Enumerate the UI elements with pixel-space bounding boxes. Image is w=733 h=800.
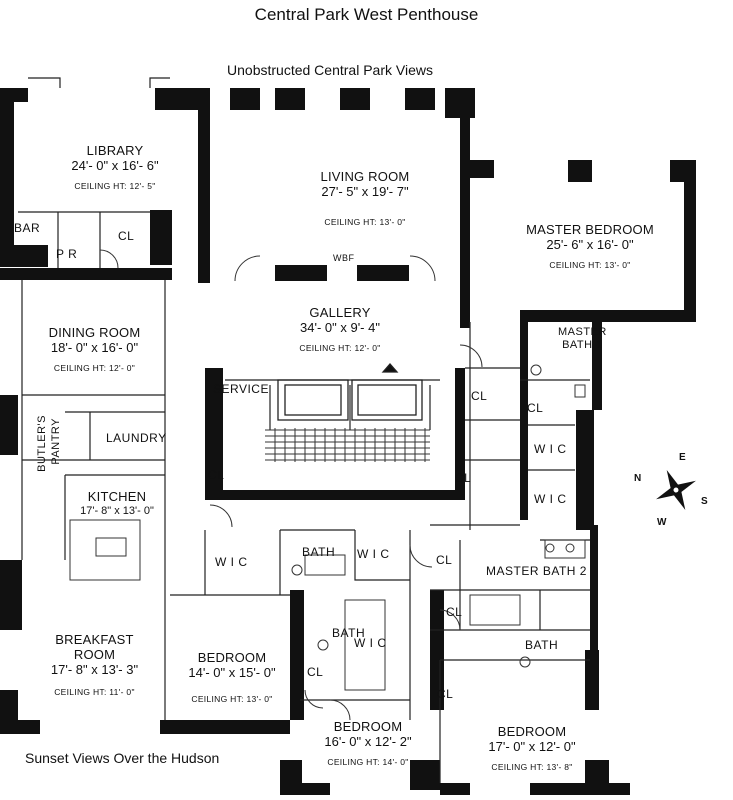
room-name: DINING ROOM [48, 325, 141, 340]
label-closet: CL [455, 471, 472, 485]
ceiling-height: CEILING HT: 13'- 0" [549, 259, 631, 270]
label-line: BATH 1 [562, 338, 603, 351]
label-wic: W I C [354, 636, 387, 650]
label-service: SERVICE [213, 382, 269, 396]
room-dims: 17'- 8" x 13'- 3" [50, 661, 139, 677]
room-name: BEDROOM [197, 650, 267, 665]
label-powder-room: P R [56, 247, 78, 261]
label-closet: CL [208, 468, 225, 482]
room-gallery: GALLERY 34'- 0" x 9'- 4" CEILING HT: 12'… [260, 305, 420, 354]
elevators [277, 363, 423, 421]
ceiling-height: CEILING HT: 11'- 0" [54, 686, 135, 697]
compass-n: N [634, 473, 642, 484]
compass-s: S [701, 496, 708, 507]
room-library: LIBRARY 24'- 0" x 16'- 6" CEILING HT: 12… [40, 143, 190, 192]
room-bedroom-c: BEDROOM 17'- 0" x 12'- 0" CEILING HT: 13… [462, 724, 602, 773]
label-master-bath-1: MASTER BATH 1 [558, 326, 607, 351]
label-wic: W I C [534, 442, 567, 456]
room-name: KITCHEN [87, 489, 147, 504]
compass-w: W [657, 517, 667, 528]
room-name: LIBRARY [86, 143, 144, 158]
views-bottom: Sunset Views Over the Hudson [25, 750, 220, 766]
label-laundry: LAUNDRY [106, 431, 167, 445]
ceiling-height: CEILING HT: 12'- 0" [53, 362, 136, 373]
doors [99, 249, 483, 721]
label-closet: CL [307, 665, 324, 679]
room-dims: 18'- 0" x 16'- 0" [50, 339, 139, 355]
label-closet: CL [527, 401, 544, 415]
label-butlers: BUTLER'S [36, 415, 48, 472]
room-name: BREAKFAST [55, 632, 134, 647]
room-dims: 34'- 0" x 9'- 4" [300, 319, 380, 335]
room-bedroom-a: BEDROOM 14'- 0" x 15'- 0" CEILING HT: 13… [172, 650, 292, 705]
room-dims: 14'- 0" x 15'- 0" [188, 664, 276, 680]
label-wic: W I C [215, 555, 248, 569]
room-dims: 24'- 0" x 16'- 6" [71, 157, 159, 173]
ceiling-height: CEILING HT: 13'- 0" [324, 216, 406, 227]
room-name: BEDROOM [497, 724, 567, 739]
label-bath: BATH [332, 626, 366, 640]
label-closet: CL [118, 229, 135, 243]
room-dining: DINING ROOM 18'- 0" x 16'- 0" CEILING HT… [22, 325, 167, 374]
label-master-bath-2: MASTER BATH 2 [486, 564, 587, 578]
ceiling-height: CEILING HT: 14'- 0" [327, 756, 409, 767]
room-bedroom-b: BEDROOM 16'- 0" x 12'- 2" CEILING HT: 14… [298, 719, 438, 768]
compass-rose [656, 470, 696, 510]
label-line: MASTER [558, 326, 607, 338]
label-wbf: WBF [333, 253, 355, 263]
room-dims: 25'- 6" x 16'- 0" [546, 236, 634, 252]
room-breakfast: BREAKFAST ROOM 17'- 8" x 13'- 3" CEILING… [22, 632, 167, 698]
room-dims: 17'- 0" x 12'- 0" [488, 738, 576, 754]
label-closet: CL [436, 553, 453, 567]
room-name: GALLERY [309, 305, 371, 320]
walls [0, 88, 696, 795]
label-closet: CL [446, 605, 463, 619]
ceiling-height: CEILING HT: 12'- 0" [299, 342, 381, 353]
stairs [265, 428, 430, 462]
label-wic: W I C [534, 492, 567, 506]
ceiling-height: CEILING HT: 13'- 8" [491, 761, 573, 772]
ceiling-height: CEILING HT: 12'- 5" [74, 180, 156, 191]
room-name: BEDROOM [333, 719, 403, 734]
label-wic: W I C [357, 547, 390, 561]
room-dims: 27'- 5" x 19'- 7" [321, 183, 409, 199]
room-master-bedroom: MASTER BEDROOM 25'- 6" x 16'- 0" CEILING… [510, 222, 670, 271]
label-pantry: PANTRY [50, 418, 62, 465]
label-closet: CL [437, 687, 454, 701]
views-top: Unobstructed Central Park Views [227, 62, 433, 78]
room-dims: 17'- 8" x 13'- 0" [80, 504, 154, 517]
room-name-2: ROOM [73, 646, 116, 662]
label-bar: BAR [14, 221, 41, 235]
room-kitchen: KITCHEN 17'- 8" x 13'- 0" [62, 489, 172, 518]
room-living: LIVING ROOM 27'- 5" x 19'- 7" CEILING HT… [290, 169, 440, 228]
label-bath: BATH [302, 545, 336, 559]
ceiling-height: CEILING HT: 13'- 0" [191, 693, 273, 704]
label-closet: CL [471, 389, 488, 403]
room-name: LIVING ROOM [320, 169, 410, 184]
plan-title: Central Park West Penthouse [254, 5, 479, 24]
room-name: MASTER BEDROOM [526, 222, 654, 237]
compass-e: E [679, 452, 686, 463]
fixtures [69, 364, 586, 691]
label-bath: BATH [525, 638, 559, 652]
room-dims: 16'- 0" x 12'- 2" [324, 733, 412, 749]
